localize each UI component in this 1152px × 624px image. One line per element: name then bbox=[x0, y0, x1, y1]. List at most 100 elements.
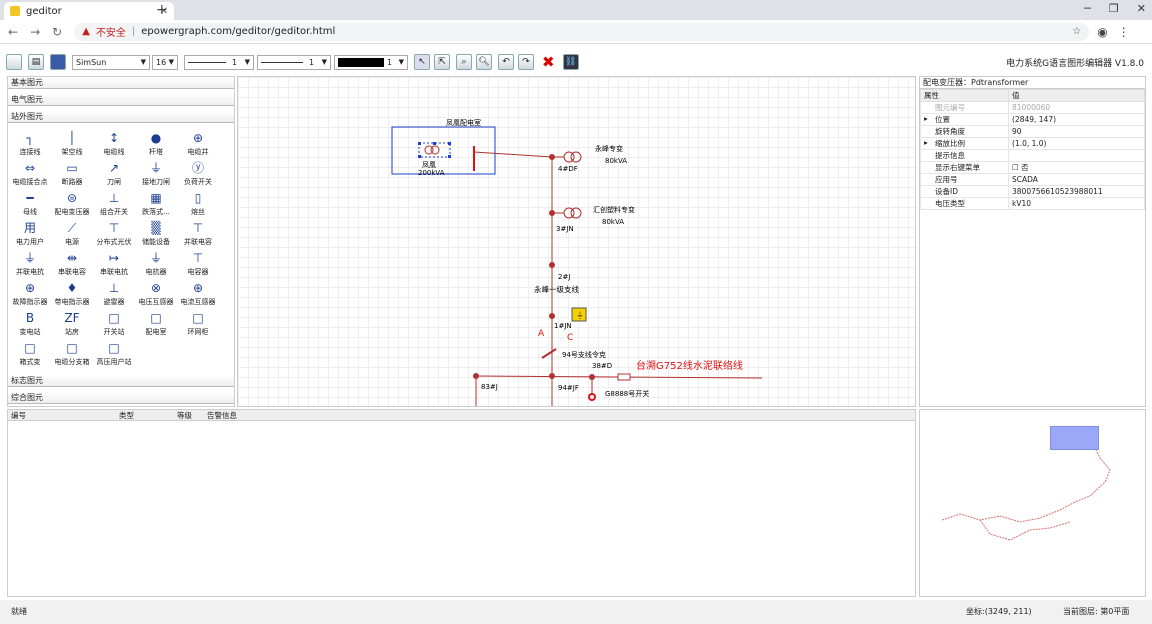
palette-item[interactable]: ↕电缆线 bbox=[93, 127, 135, 157]
browser-tab[interactable]: geditor ✕ bbox=[4, 2, 174, 20]
palette-item[interactable]: ⊤分布式光伏 bbox=[93, 217, 135, 247]
palette-item[interactable]: ⊤并联电容 bbox=[177, 217, 219, 247]
menu-icon[interactable]: ⋮ bbox=[1117, 24, 1130, 39]
alarm-col[interactable]: 类型 bbox=[119, 411, 134, 420]
save-icon[interactable] bbox=[50, 54, 66, 70]
palette-item[interactable]: ⊜配电变压器 bbox=[51, 187, 93, 217]
pole-1jn[interactable] bbox=[549, 313, 555, 319]
close-tab-icon[interactable]: ✕ bbox=[159, 5, 168, 17]
property-value[interactable] bbox=[1008, 149, 1145, 162]
property-value[interactable]: (2849, 147) bbox=[1008, 113, 1145, 126]
palette-item[interactable]: ⊤电容器 bbox=[177, 247, 219, 277]
alarm-col[interactable]: 编号 bbox=[11, 411, 26, 420]
property-value[interactable]: 81000060 bbox=[1008, 101, 1145, 114]
property-row[interactable]: 提示信息 bbox=[920, 149, 1145, 162]
palette-item[interactable]: ♦带电指示器 bbox=[51, 277, 93, 307]
back-icon[interactable]: ← bbox=[8, 24, 19, 39]
drawing-canvas[interactable]: 凤凰配电室 凤凰 200kVA 永峰专变 80kVA 4#DF 汇创塑料专变 8… bbox=[237, 76, 916, 407]
font-size-select[interactable]: 16▼ bbox=[152, 54, 178, 70]
switch-g888[interactable] bbox=[588, 393, 596, 401]
palette-section[interactable]: 基本图元 bbox=[8, 77, 234, 89]
reload-icon[interactable]: ↻ bbox=[52, 24, 63, 39]
pole-94jf[interactable] bbox=[549, 373, 555, 379]
font-family-select[interactable]: SimSun▼ bbox=[72, 54, 150, 70]
palette-item[interactable]: ⊕电流互感器 bbox=[177, 277, 219, 307]
palette-item[interactable]: ⇔电缆接合点 bbox=[9, 157, 51, 187]
alarm-col[interactable]: 等级 bbox=[177, 411, 192, 420]
property-value[interactable]: kV10 bbox=[1008, 197, 1145, 210]
forward-icon[interactable]: → bbox=[30, 24, 41, 39]
switch-94[interactable] bbox=[541, 348, 557, 359]
palette-item[interactable]: ⊗电压互感器 bbox=[135, 277, 177, 307]
fault-indicator-icon[interactable] bbox=[571, 307, 587, 322]
zoom-icon[interactable]: 🔍︎ bbox=[476, 54, 492, 70]
palette-section[interactable]: 站外图元 bbox=[8, 111, 234, 123]
transformer-huichuang[interactable] bbox=[563, 207, 575, 219]
property-row[interactable]: ▸位置(2849, 147) bbox=[920, 113, 1145, 126]
color-select[interactable]: 1▼ bbox=[334, 54, 408, 70]
palette-item[interactable]: ━母线 bbox=[9, 187, 51, 217]
redo-icon[interactable]: ↷ bbox=[518, 54, 534, 70]
palette-item[interactable]: ↦串联电抗 bbox=[93, 247, 135, 277]
palette-item[interactable]: ⏚电抗器 bbox=[135, 247, 177, 277]
palette-section[interactable]: 标志图元 bbox=[8, 375, 234, 387]
palette-item[interactable]: ⊥组合开关 bbox=[93, 187, 135, 217]
palette-item[interactable]: ↗刀闸 bbox=[93, 157, 135, 187]
expand-arrow-icon[interactable]: ▸ bbox=[924, 138, 928, 147]
palette-item[interactable]: □开关站 bbox=[93, 307, 135, 337]
property-value[interactable]: 3800756610523988011 bbox=[1008, 185, 1145, 198]
expand-arrow-icon[interactable]: ▸ bbox=[924, 114, 928, 123]
property-value[interactable]: (1.0, 1.0) bbox=[1008, 137, 1145, 150]
new-file-icon[interactable] bbox=[6, 54, 22, 70]
property-value[interactable]: SCADA bbox=[1008, 173, 1145, 186]
url-field[interactable]: ▲ 不安全 | epowergraph.com/geditor/geditor.… bbox=[74, 22, 1090, 41]
delete-icon[interactable]: ✖ bbox=[542, 53, 555, 71]
palette-item[interactable]: ⊥避雷器 bbox=[93, 277, 135, 307]
palette-item[interactable]: ⏚接地刀闸 bbox=[135, 157, 177, 187]
palette-section[interactable]: 综合图元 bbox=[8, 392, 234, 404]
select-tool-icon[interactable]: ⇱ bbox=[434, 54, 450, 70]
account-icon[interactable]: ◉ bbox=[1097, 24, 1108, 39]
palette-item[interactable]: □环网柜 bbox=[177, 307, 219, 337]
transformer-yongfeng[interactable] bbox=[563, 151, 575, 163]
palette-item[interactable]: ⏚并联电抗 bbox=[9, 247, 51, 277]
line-style-select-2[interactable]: 1▼ bbox=[257, 54, 331, 70]
property-row[interactable]: 显示右键菜单☐ 否 bbox=[920, 161, 1145, 174]
minimize-icon[interactable]: ─ bbox=[1084, 2, 1091, 15]
palette-item[interactable]: ▦跌落式... bbox=[135, 187, 177, 217]
palette-item[interactable]: ▭断路器 bbox=[51, 157, 93, 187]
feeder-line[interactable] bbox=[473, 151, 553, 158]
pole-2j[interactable] bbox=[549, 262, 555, 268]
palette-item[interactable]: □高压用户站 bbox=[93, 337, 135, 367]
palette-item[interactable]: │架空线 bbox=[51, 127, 93, 157]
viewport-rect[interactable] bbox=[1050, 426, 1099, 450]
palette-item[interactable]: □配电室 bbox=[135, 307, 177, 337]
overview-minimap[interactable] bbox=[919, 409, 1146, 597]
status-layer[interactable]: 当前图层: 第0平面 bbox=[1063, 607, 1130, 616]
breaker-icon[interactable] bbox=[617, 373, 631, 381]
undo-icon[interactable]: ↶ bbox=[498, 54, 514, 70]
link-icon[interactable]: ⛓ bbox=[562, 54, 579, 70]
line-style-select-1[interactable]: 1▼ bbox=[184, 54, 254, 70]
zoom-fit-icon[interactable]: ⌕ bbox=[456, 54, 472, 70]
palette-item[interactable]: □箱式变 bbox=[9, 337, 51, 367]
property-value[interactable]: 90 bbox=[1008, 125, 1145, 138]
palette-item[interactable]: □电缆分支箱 bbox=[51, 337, 93, 367]
close-window-icon[interactable]: ✕ bbox=[1136, 2, 1146, 15]
open-folder-icon[interactable]: ▤ bbox=[28, 54, 44, 70]
maximize-icon[interactable]: ❐ bbox=[1108, 2, 1119, 15]
bookmark-star-icon[interactable]: ☆ bbox=[1072, 26, 1082, 37]
palette-section[interactable]: 电气图元 bbox=[8, 94, 234, 106]
palette-item[interactable]: ⊕电缆井 bbox=[177, 127, 219, 157]
palette-item[interactable]: 用电力用户 bbox=[9, 217, 51, 247]
palette-item[interactable]: ⊕故障指示器 bbox=[9, 277, 51, 307]
alarm-col[interactable]: 告警信息 bbox=[207, 411, 237, 420]
